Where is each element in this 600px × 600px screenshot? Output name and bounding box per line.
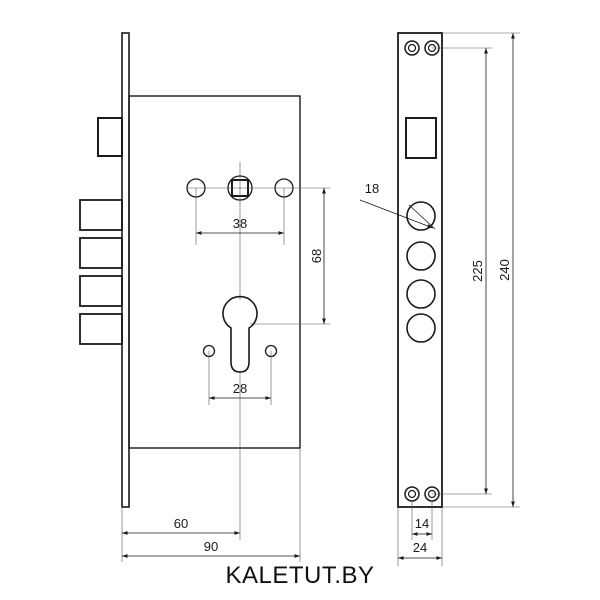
latch-bolt (97, 117, 123, 157)
dim-label-240: 240 (497, 259, 512, 281)
faceplate-front (121, 32, 130, 508)
dead-bolt (79, 199, 123, 231)
dim-label-14: 14 (415, 516, 429, 531)
bolt-hole (406, 201, 436, 231)
dim-label-68: 68 (309, 249, 324, 263)
screw-outer (404, 486, 420, 502)
screw-inner (407, 43, 417, 53)
latch-slot (405, 117, 437, 159)
dim-label-90: 90 (204, 539, 218, 554)
faceplate-side (397, 32, 443, 508)
bolt-holes (406, 201, 436, 343)
dim-label-225: 225 (470, 260, 485, 282)
diameter-line (408, 204, 436, 230)
bolt-hole (406, 279, 436, 309)
dim-leader-18 (359, 199, 434, 229)
screw-outer (404, 40, 420, 56)
dim-label-38: 38 (233, 216, 247, 231)
dim-label-28: 28 (233, 381, 247, 396)
dim-label-18: 18 (365, 181, 379, 196)
side-view: 18 225 240 14 24 (359, 32, 520, 566)
screw-inner (407, 489, 417, 499)
dim-label-60: 60 (174, 516, 188, 531)
dead-bolts (79, 199, 123, 345)
bolt-hole (406, 313, 436, 343)
dim-label-24: 24 (413, 540, 427, 555)
cylinder-cutout (222, 295, 258, 373)
dead-bolt (79, 237, 123, 269)
dead-bolt (79, 275, 123, 307)
front-view: 38 68 28 60 90 (79, 32, 330, 562)
bolt-hole (406, 241, 436, 271)
lock-case (128, 95, 301, 449)
brand-watermark: KALETUT.BY (225, 562, 375, 589)
dead-bolt (79, 313, 123, 345)
